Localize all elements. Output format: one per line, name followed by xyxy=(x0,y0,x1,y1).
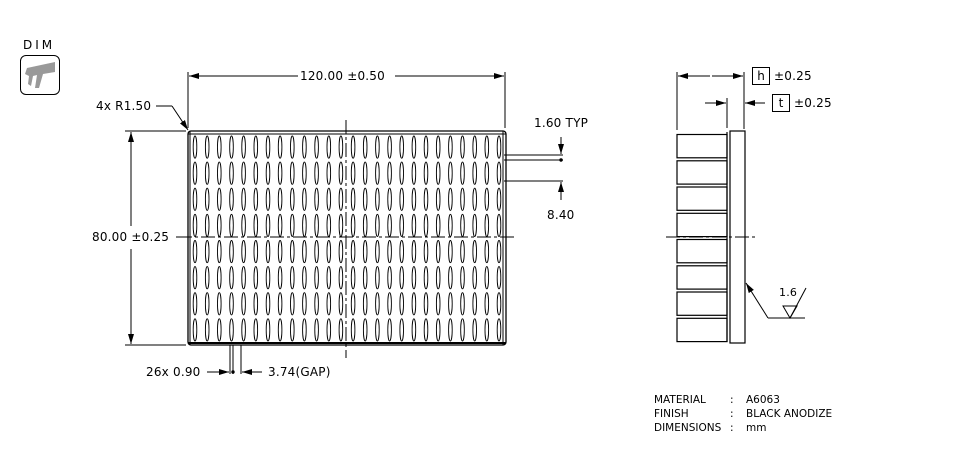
t-tolerance: ±0.25 xyxy=(794,96,832,110)
spec-value: A6063 xyxy=(746,394,780,406)
spec-block: MATERIAL : A6063 FINISH : BLACK ANODIZE … xyxy=(654,393,832,435)
h-dimension xyxy=(676,72,745,130)
radius-leader xyxy=(156,105,189,131)
pin-count-label: 26x 0.90 xyxy=(146,365,201,379)
spec-key: FINISH xyxy=(654,408,689,420)
spec-row-material: MATERIAL : A6063 xyxy=(654,393,832,407)
height-dim-label: 80.00 ±0.25 xyxy=(92,230,170,244)
spec-row-finish: FINISH : BLACK ANODIZE xyxy=(654,407,832,421)
surface-finish-value: 1.6 xyxy=(779,286,798,299)
width-dimension xyxy=(187,72,506,128)
h-tolerance: ±0.25 xyxy=(774,69,812,83)
surface-finish-symbol xyxy=(745,282,807,319)
h-symbol-box: h xyxy=(752,67,770,85)
spec-key: DIMENSIONS xyxy=(654,422,722,434)
t-dimension xyxy=(705,98,765,128)
pin-gap-label: 3.74(GAP) xyxy=(268,365,331,379)
spec-value: BLACK ANODIZE xyxy=(746,408,833,420)
corner-radius-label: 4x R1.50 xyxy=(96,99,152,113)
spec-row-dimensions: DIMENSIONS : mm xyxy=(654,421,832,435)
width-dim-label: 120.00 ±0.50 xyxy=(300,69,385,83)
height-dimension xyxy=(125,130,186,346)
spec-sep: : xyxy=(730,394,734,406)
front-view xyxy=(178,120,516,358)
spec-key: MATERIAL xyxy=(654,394,706,406)
spec-sep: : xyxy=(730,422,734,434)
pin-width-label: 1.60 TYP xyxy=(534,116,589,130)
pin-dimensions xyxy=(504,137,564,200)
side-view xyxy=(666,130,756,344)
spec-value: mm xyxy=(746,422,767,434)
dim-tool-button[interactable] xyxy=(20,55,60,95)
t-symbol-box: t xyxy=(772,94,790,112)
pin-gap-dimensions xyxy=(207,345,262,375)
spec-sep: : xyxy=(730,408,734,420)
dim-tool-label: DIM xyxy=(23,38,56,52)
pin-pitch-label: 8.40 xyxy=(547,208,575,222)
caliper-icon xyxy=(25,62,55,88)
